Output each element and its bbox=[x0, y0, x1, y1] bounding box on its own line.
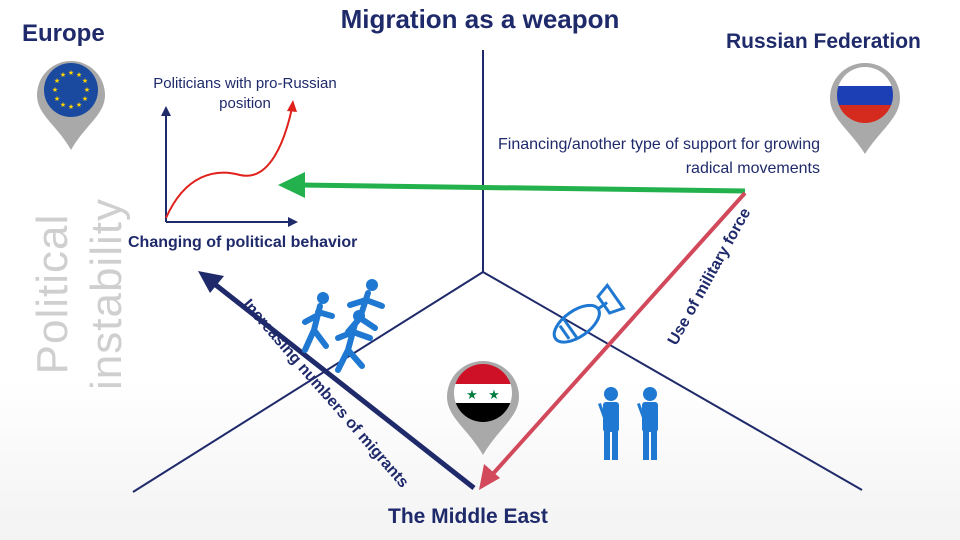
diagram-title: Migration as a weapon bbox=[340, 4, 620, 34]
military-arrowhead bbox=[479, 464, 500, 490]
inset-curve-arrowhead bbox=[287, 100, 297, 112]
migrants-arrowhead bbox=[198, 271, 224, 293]
syria-flag-pin-icon: ★ ★ bbox=[447, 361, 519, 455]
military-arrow bbox=[489, 191, 747, 478]
svg-text:★: ★ bbox=[488, 388, 500, 403]
running-people-icon bbox=[302, 279, 385, 373]
svg-text:★: ★ bbox=[68, 69, 74, 77]
inset-y-arrowhead bbox=[161, 106, 171, 116]
svg-text:★: ★ bbox=[52, 86, 58, 94]
svg-text:★: ★ bbox=[84, 86, 90, 94]
russia-flag-pin-icon bbox=[830, 63, 900, 154]
svg-text:★: ★ bbox=[54, 95, 60, 103]
instability-line-1: Political bbox=[28, 213, 77, 375]
russia-label: Russian Federation bbox=[726, 30, 921, 53]
svg-text:★: ★ bbox=[466, 388, 478, 403]
bomb-icon bbox=[552, 282, 626, 344]
svg-text:★: ★ bbox=[54, 77, 60, 85]
financing-arrow bbox=[299, 182, 746, 194]
svg-text:★: ★ bbox=[82, 95, 88, 103]
inset-x-arrowhead bbox=[288, 217, 298, 227]
axis-right bbox=[482, 271, 863, 491]
europe-label: Europe bbox=[22, 20, 105, 47]
svg-text:★: ★ bbox=[76, 101, 82, 109]
soldiers-icon bbox=[598, 387, 658, 460]
financing-label: Financing/another type of support for gr… bbox=[498, 136, 820, 177]
inset-y-label: Politicians with pro-Russian position bbox=[153, 75, 337, 112]
svg-text:★: ★ bbox=[82, 77, 88, 85]
middle-east-label: The Middle East bbox=[388, 505, 548, 528]
svg-text:★: ★ bbox=[68, 103, 74, 111]
political-instability-label: Political instability bbox=[26, 174, 134, 414]
instability-line-2: instability bbox=[82, 198, 131, 390]
eu-flag-pin-icon: ★★★ ★★★ ★★★ ★★★ bbox=[37, 61, 105, 150]
inset-x-label: Changing of political behavior bbox=[128, 234, 358, 251]
svg-text:★: ★ bbox=[76, 71, 82, 79]
financing-arrowhead bbox=[278, 172, 305, 198]
svg-text:★: ★ bbox=[60, 71, 66, 79]
svg-text:★: ★ bbox=[60, 101, 66, 109]
axis-left bbox=[132, 271, 484, 493]
migrants-arrow bbox=[210, 280, 476, 490]
inset-curve bbox=[165, 107, 293, 219]
